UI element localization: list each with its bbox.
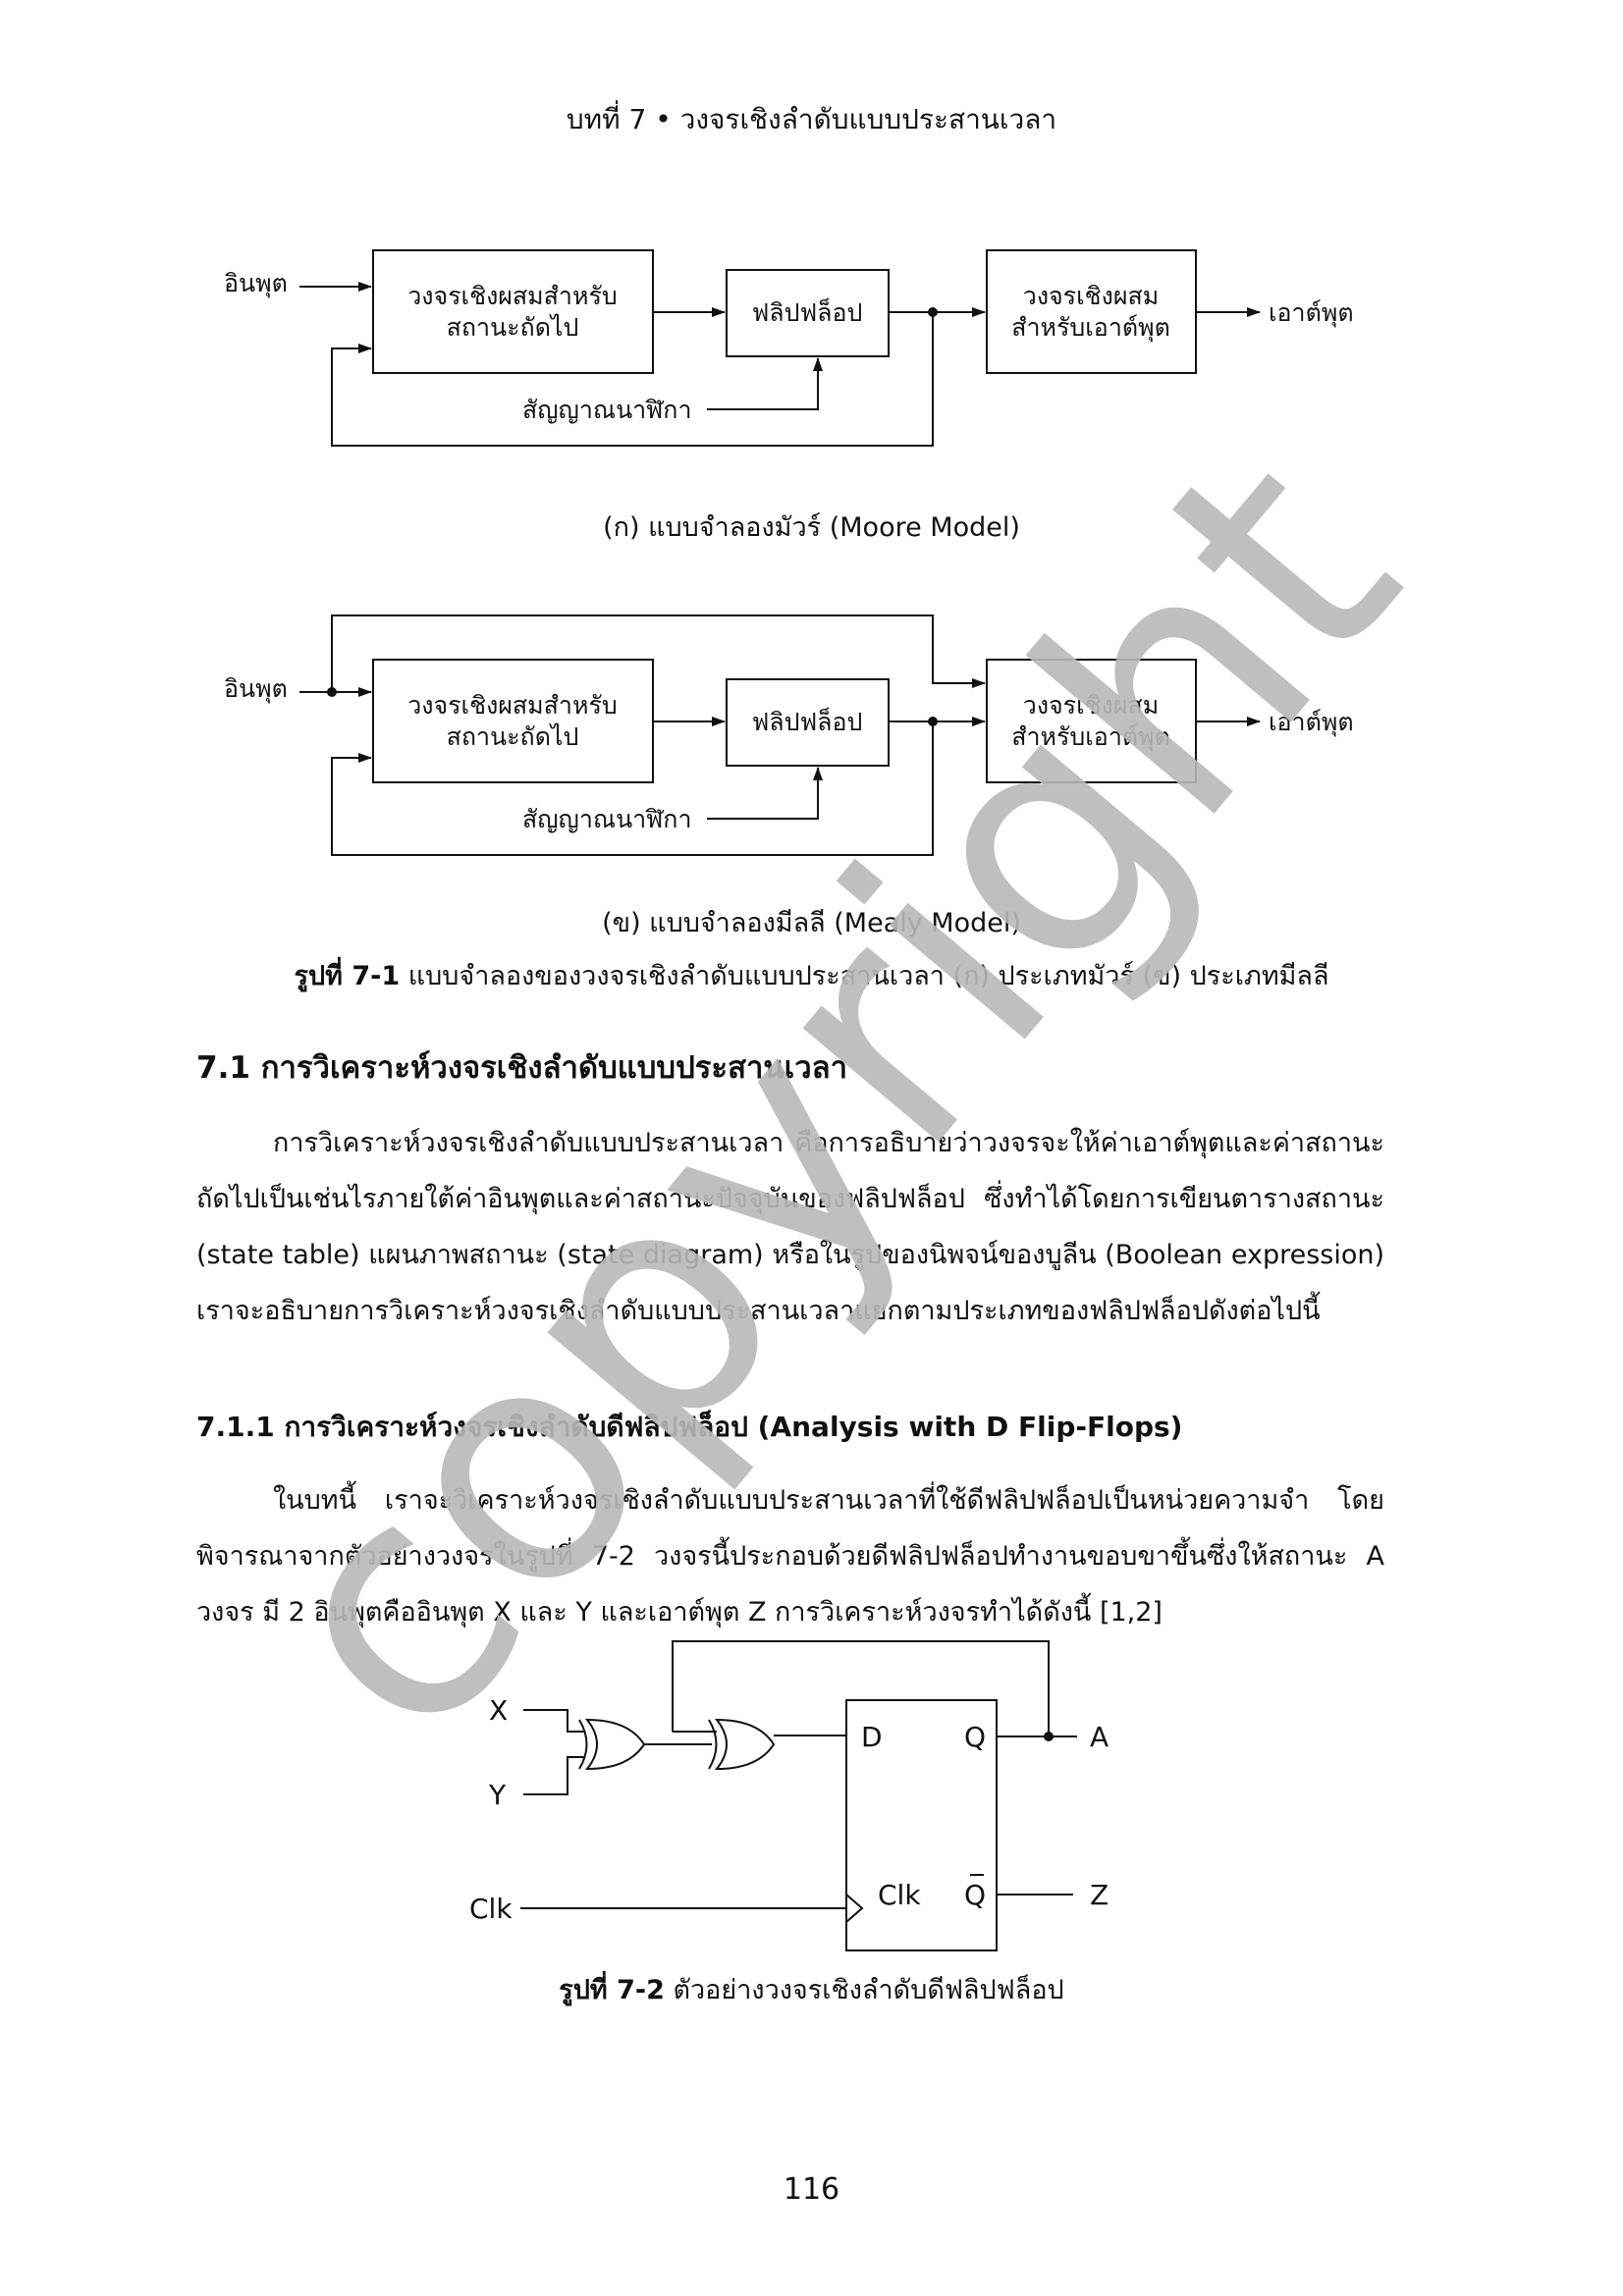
xor1-back-curve (578, 1719, 588, 1770)
clock-line (707, 357, 823, 410)
pin-d-label: D (861, 1721, 883, 1753)
mealy-output-logic-block (986, 659, 1197, 783)
mealy-next-state-logic-block (372, 659, 654, 783)
moore-output-block-line2: สำหรับเอาต์พุต (1011, 313, 1170, 343)
mealy-output-block-line1: วงจรเชิงผสม (1023, 691, 1159, 720)
caption-mealy: (ข) แบบจำลองมีลลี (Mealy Model) (602, 908, 1021, 938)
mealy-output-block-line2: สำหรับเอาต์พุต (1011, 722, 1170, 752)
subsection-paragraph: ในบทนี้ เราจะวิเคราะห์วงจรเชิงลำดับแบบปร… (196, 1472, 1384, 1640)
pin-q-label: Q (964, 1721, 986, 1753)
section-paragraph: การวิเคราะห์วงจรเชิงลำดับแบบประสานเวลา ค… (196, 1115, 1384, 1339)
mealy-input-label: อินพุต (224, 674, 288, 704)
section-paragraph-text: การวิเคราะห์วงจรเชิงลำดับแบบประสานเวลา ค… (196, 1128, 1384, 1326)
next-state-logic-block (372, 249, 654, 374)
moore-input-label: อินพุต (224, 269, 288, 298)
moore-next-state-line1: วงจรเชิงผสมสำหรับ (407, 282, 618, 310)
figure-7-2-text: ตัวอย่างวงจรเชิงลำดับดีฟลิปฟล็อป (664, 1975, 1064, 2005)
output-z-label: Z (1090, 1879, 1109, 1911)
input-y-label: Y (488, 1779, 507, 1811)
running-header: บทที่ 7 • วงจรเชิงลำดับแบบประสานเวลา (566, 103, 1057, 135)
figure-7-1-label: รูปที่ 7-1 (294, 961, 401, 991)
subsection-heading: 7.1.1 การวิเคราะห์วงจรเชิงลำดับดีฟลิปฟล็… (196, 1411, 1183, 1443)
figure-7-1-caption: รูปที่ 7-1 แบบจำลองของวงจรเชิงลำดับแบบปร… (0, 954, 1623, 996)
moore-next-state-line2: สถานะถัดไป (447, 313, 579, 342)
page-number: 116 (783, 2172, 840, 2207)
output-logic-block (986, 249, 1197, 374)
moore-output-label: เอาต์พุต (1269, 298, 1354, 328)
moore-flipflop-label: ฟลิปฟล็อป (752, 297, 863, 327)
mealy-output-label: เอาต์พุต (1269, 708, 1354, 737)
feedback-line (331, 312, 934, 447)
mealy-flipflop-label: ฟลิปฟล็อป (752, 707, 863, 736)
pin-clk-label: Clk (878, 1879, 921, 1911)
xor-gate-1 (584, 1718, 646, 1771)
moore-clock-label: สัญญาณนาฬิกา (522, 396, 692, 424)
mealy-clock-label: สัญญาณนาฬิกา (522, 805, 692, 833)
subsection-paragraph-text: ในบทนี้ เราจะวิเคราะห์วงจรเชิงลำดับแบบปร… (196, 1485, 1384, 1628)
caption-moore: (ก) แบบจำลองมัวร์ (Moore Model) (603, 512, 1020, 543)
d-flipflop-circuit: X Y Clk D Q Clk Q A Z (469, 1640, 1109, 1951)
mealy-next-state-line2: สถานะถัดไป (447, 722, 579, 751)
figure-7-2-caption: รูปที่ 7-2 ตัวอย่างวงจรเชิงลำดับดีฟลิปฟล… (0, 1968, 1623, 2010)
figure-7-2-label: รูปที่ 7-2 (559, 1975, 665, 2005)
pin-qbar-label: Q (964, 1879, 986, 1911)
moore-output-block-line1: วงจรเชิงผสม (1023, 282, 1159, 310)
section-heading: 7.1 การวิเคราะห์วงจรเชิงลำดับแบบประสานเว… (196, 1050, 848, 1086)
d-flipflop-box (845, 1699, 998, 1951)
mealy-next-state-line1: วงจรเชิงผสมสำหรับ (407, 691, 618, 720)
clk-input-label: Clk (469, 1893, 513, 1925)
output-a-label: A (1090, 1721, 1109, 1753)
input-x-label: X (489, 1694, 508, 1727)
figure-7-1-text: แบบจำลองของวงจรเชิงลำดับแบบประสานเวลา (ก… (400, 961, 1329, 991)
xor-gate-2 (714, 1718, 776, 1771)
moore-model-diagram: อินพุต วงจรเชิงผสมสำหรับ สถานะถัดไป ฟลิป… (224, 249, 1354, 856)
